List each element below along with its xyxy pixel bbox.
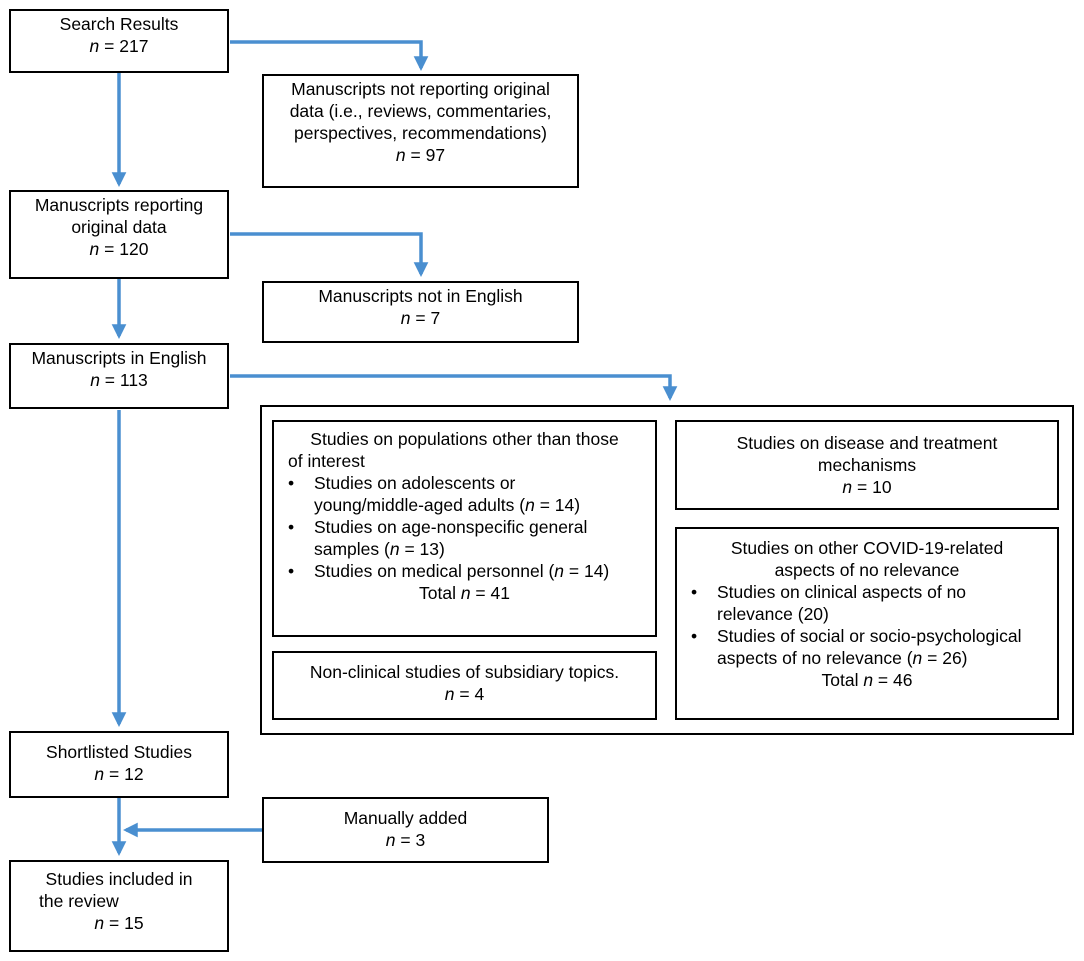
mechanisms-line-1: Studies on disease and treatment [736, 433, 998, 453]
not-original-line-3: perspectives, recommendations) [294, 123, 547, 143]
included-line-2: the review [39, 891, 119, 911]
search-results-count: n = 217 [89, 36, 149, 56]
other-covid-heading-1: Studies on other COVID-19-related [730, 538, 1004, 558]
not-original-box: Manuscripts not reporting original data … [262, 74, 579, 188]
not-english-count: n = 7 [400, 308, 441, 328]
shortlisted-box: Shortlisted Studies n = 12 [9, 731, 229, 798]
shortlisted-count: n = 12 [94, 764, 144, 784]
original-count: n = 120 [89, 239, 149, 259]
search-results-box: Search Results n = 217 [9, 9, 229, 73]
non-clinical-label: Non-clinical studies of subsidiary topic… [309, 662, 620, 682]
arrow-to-excluded-group [230, 374, 678, 401]
included-line-1: Studies included in [45, 869, 193, 889]
other-covid-total: Total n = 46 [821, 670, 913, 690]
list-item: Studies on adolescents or young/middle-a… [274, 472, 655, 516]
original-line-1: Manuscripts reporting [34, 195, 204, 215]
mechanisms-count: n = 10 [842, 477, 892, 497]
not-original-count: n = 97 [395, 145, 446, 165]
mechanisms-box: Studies on disease and treatment mechani… [675, 420, 1059, 510]
english-count: n = 113 [90, 370, 148, 390]
not-english-box: Manuscripts not in English n = 7 [262, 281, 579, 343]
list-item: Studies on age-nonspecific general sampl… [274, 516, 655, 560]
arrow-to-not-english [230, 232, 429, 277]
not-original-line-2: data (i.e., reviews, commentaries, [289, 101, 552, 121]
populations-heading-2: of interest [288, 451, 365, 471]
populations-list: Studies on adolescents or young/middle-a… [274, 472, 655, 582]
mechanisms-line-2: mechanisms [817, 455, 917, 475]
search-results-label: Search Results [59, 14, 179, 34]
other-covid-box: Studies on other COVID-19-related aspect… [675, 527, 1059, 720]
non-clinical-count: n = 4 [444, 684, 485, 704]
other-covid-list: Studies on clinical aspects of no releva… [677, 581, 1057, 669]
manually-added-count: n = 3 [385, 830, 426, 850]
populations-total: Total n = 41 [419, 583, 510, 603]
arrow-to-not-original [230, 40, 429, 71]
populations-box: Studies on populations other than those … [272, 420, 657, 637]
original-data-box: Manuscripts reporting original data n = … [9, 190, 229, 279]
not-english-label: Manuscripts not in English [318, 286, 523, 306]
list-item: Studies of social or socio-psychological… [677, 625, 1057, 669]
manually-added-box: Manually added n = 3 [262, 797, 549, 863]
english-box: Manuscripts in English n = 113 [9, 343, 229, 409]
english-label: Manuscripts in English [31, 348, 207, 368]
other-covid-heading-2: aspects of no relevance [774, 560, 960, 580]
non-clinical-box: Non-clinical studies of subsidiary topic… [272, 651, 657, 720]
shortlisted-label: Shortlisted Studies [46, 742, 192, 762]
included-box: Studies included in the review n = 15 [9, 860, 229, 952]
list-item: Studies on medical personnel (n = 14) [274, 560, 655, 582]
list-item: Studies on clinical aspects of no releva… [677, 581, 1057, 625]
populations-heading-1: Studies on populations other than those [310, 429, 619, 449]
not-original-line-1: Manuscripts not reporting original [291, 79, 550, 99]
manually-added-label: Manually added [343, 808, 468, 828]
included-count: n = 15 [94, 913, 144, 933]
original-line-2: original data [71, 217, 167, 237]
